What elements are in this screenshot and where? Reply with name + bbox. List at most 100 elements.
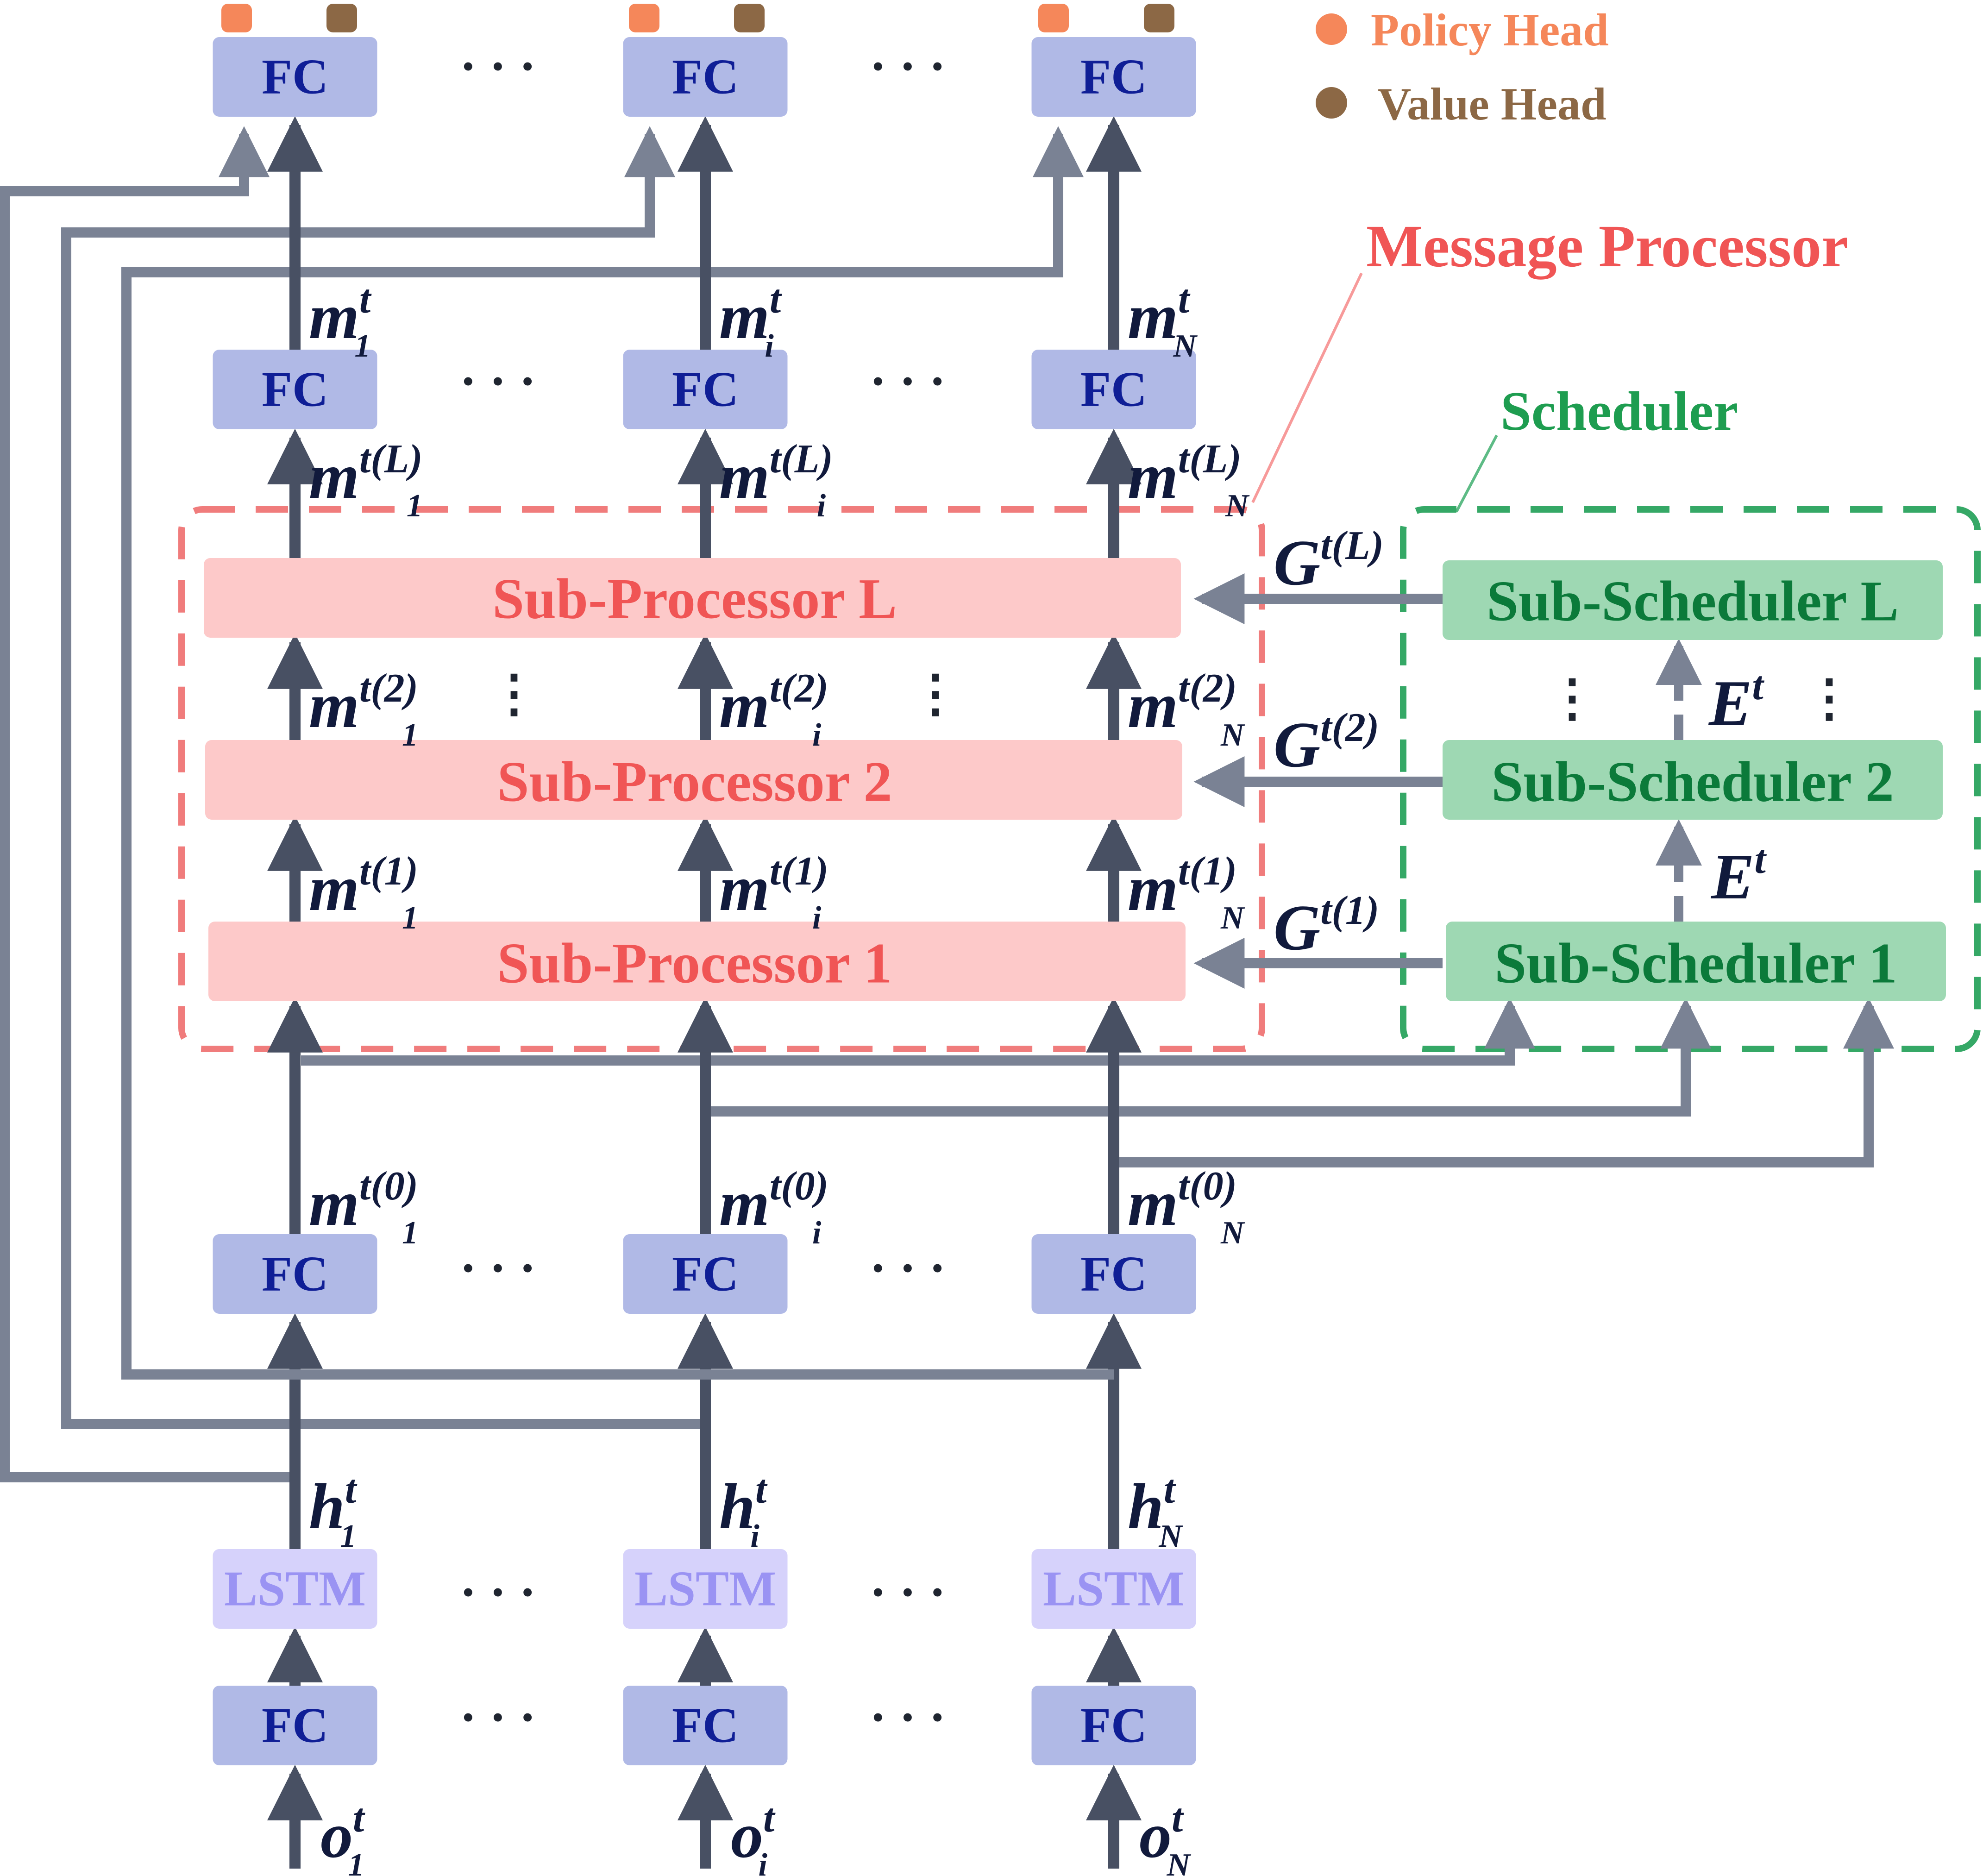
lstm-agent-i: LSTM: [623, 1549, 788, 1629]
sub-processor-2-label: Sub-Processor 2: [497, 750, 892, 814]
fc-message-agent-n: FC: [1031, 350, 1196, 429]
vdots-processor-left: ⋮: [489, 665, 540, 722]
msg-l-label-agent-i: mt(L)i: [719, 437, 833, 524]
fc-output-label: FC: [1080, 50, 1147, 105]
sub-scheduler-1: Sub-Scheduler 1: [1446, 922, 1946, 1001]
vdots-scheduler-left: ⋮: [1547, 670, 1598, 727]
value-head-agent-i: [734, 4, 765, 32]
sub-schedulers: Sub-Scheduler L Sub-Scheduler 2 Sub-Sche…: [1443, 560, 1946, 1001]
message-processor-leader: [1251, 272, 1363, 503]
msg-1-label-agent-n: mt(1)N: [1128, 849, 1245, 936]
ellipsis-row-2-1: · · ·: [869, 1240, 946, 1296]
fc-output-agent-1: FC: [213, 37, 377, 117]
msg-l-label-agent-1: mt(L)1: [309, 437, 423, 524]
ellipses: · · · · · · · · · · · · · · · · · · · · · · · ·…: [459, 38, 946, 1745]
fc-input-agent-i: FC: [623, 1686, 788, 1765]
output-heads: [221, 4, 1174, 32]
sub-processor-l: Sub-Processor L: [204, 558, 1181, 638]
graph-label-layer-1: Gt(1): [1274, 888, 1379, 964]
policy-head-marker: [1316, 13, 1347, 45]
fc-boxes: FC FC FC FC FC FC FC FC FC FC FC FC LSTM LSTM LSTM: [213, 37, 1196, 1765]
skip-connection-agent-1: [0, 126, 295, 1482]
fc-input-agent-n: FC: [1031, 1686, 1196, 1765]
fc-input-label: FC: [672, 1698, 739, 1753]
lstm-agent-n: LSTM: [1031, 1549, 1196, 1629]
msg-0-label-agent-i: mt(0)i: [719, 1164, 828, 1251]
scheduler-input-agent-i: [705, 998, 1711, 1117]
scheduler-leader: [1455, 434, 1498, 513]
msg-2-label-agent-n: mt(2)N: [1128, 666, 1245, 753]
scheduler-input-connections: [301, 998, 1894, 1167]
sub-processor-2: Sub-Processor 2: [205, 740, 1182, 820]
fc-embed-label: FC: [262, 1247, 328, 1302]
graph-arrows: [1193, 573, 1443, 989]
legend-item-value-head: Value Head: [1316, 78, 1606, 130]
legend-label-policy-head: Policy Head: [1371, 4, 1609, 56]
edge-label-upper: Et: [1708, 664, 1764, 739]
lstm-agent-1: LSTM: [213, 1549, 377, 1629]
ellipsis-row-0-0: · · ·: [459, 38, 536, 94]
ellipsis-row-1-1: · · ·: [869, 353, 946, 409]
message-processor-title: Message Processor: [1366, 213, 1848, 280]
msg-l-label-agent-n: mt(L)N: [1128, 437, 1250, 524]
scheduler-input-agent-1: [301, 998, 1535, 1066]
vertical-ellipses: ⋮ ⋮ ⋮ ⋮: [489, 665, 1855, 727]
fc-output-agent-n: FC: [1031, 37, 1196, 117]
fc-output-agent-i: FC: [623, 37, 788, 117]
ellipsis-row-3-1: · · ·: [869, 1564, 946, 1620]
msg-0-label-agent-n: mt(0)N: [1128, 1164, 1245, 1251]
msg-1-label-agent-1: mt(1)1: [309, 849, 418, 936]
sub-scheduler-l: Sub-Scheduler L: [1443, 560, 1943, 640]
graph-label-layer-2: Gt(2): [1274, 705, 1379, 781]
scheduler-input-agent-n: [1114, 998, 1894, 1167]
ellipsis-row-2-0: · · ·: [459, 1240, 536, 1296]
ellipsis-row-0-1: · · ·: [869, 38, 946, 94]
lstm-label: LSTM: [224, 1562, 366, 1617]
vdots-processor-right: ⋮: [910, 665, 961, 722]
sub-processors: Sub-Processor L Sub-Processor 2 Sub-Proc…: [204, 558, 1186, 1001]
msg-1-label-agent-i: mt(1)i: [719, 849, 828, 936]
fc-input-label: FC: [1080, 1698, 1147, 1753]
ellipsis-row-1-0: · · ·: [459, 353, 536, 409]
graph-label-layer-l: Gt(L): [1274, 523, 1384, 599]
graph-labels: Gt(L) Gt(2) Gt(1): [1274, 523, 1384, 964]
legend: Policy Head Value Head: [1316, 4, 1609, 130]
fc-message-label: FC: [672, 362, 739, 417]
sub-scheduler-2: Sub-Scheduler 2: [1443, 740, 1943, 820]
sub-processor-1-label: Sub-Processor 1: [497, 932, 892, 995]
fc-message-agent-i: FC: [623, 350, 788, 429]
legend-item-policy-head: Policy Head: [1316, 4, 1609, 56]
ellipsis-row-3-0: · · ·: [459, 1564, 536, 1620]
value-head-marker: [1316, 87, 1347, 119]
lstm-label: LSTM: [1043, 1562, 1185, 1617]
legend-label-value-head: Value Head: [1378, 78, 1606, 130]
skip-connection-agent-i: [61, 126, 705, 1429]
fc-embed-agent-i: FC: [623, 1234, 788, 1314]
sub-scheduler-1-label: Sub-Scheduler 1: [1494, 932, 1897, 995]
sub-scheduler-l-label: Sub-Scheduler L: [1487, 570, 1899, 633]
value-head-agent-1: [326, 4, 357, 32]
fc-embed-label: FC: [672, 1247, 739, 1302]
edge-label-lower: Et: [1710, 837, 1767, 913]
sub-scheduler-2-label: Sub-Scheduler 2: [1491, 750, 1894, 814]
fc-embed-label: FC: [1080, 1247, 1147, 1302]
agent-flow-arrows: [127, 116, 1142, 1869]
fc-message-label: FC: [262, 362, 328, 417]
fc-embed-agent-n: FC: [1031, 1234, 1196, 1314]
sub-processor-l-label: Sub-Processor L: [492, 567, 897, 631]
policy-head-agent-n: [1038, 4, 1069, 32]
fc-output-label: FC: [672, 50, 739, 105]
fc-input-label: FC: [262, 1698, 328, 1753]
fc-embed-agent-1: FC: [213, 1234, 377, 1314]
fc-output-label: FC: [262, 50, 328, 105]
